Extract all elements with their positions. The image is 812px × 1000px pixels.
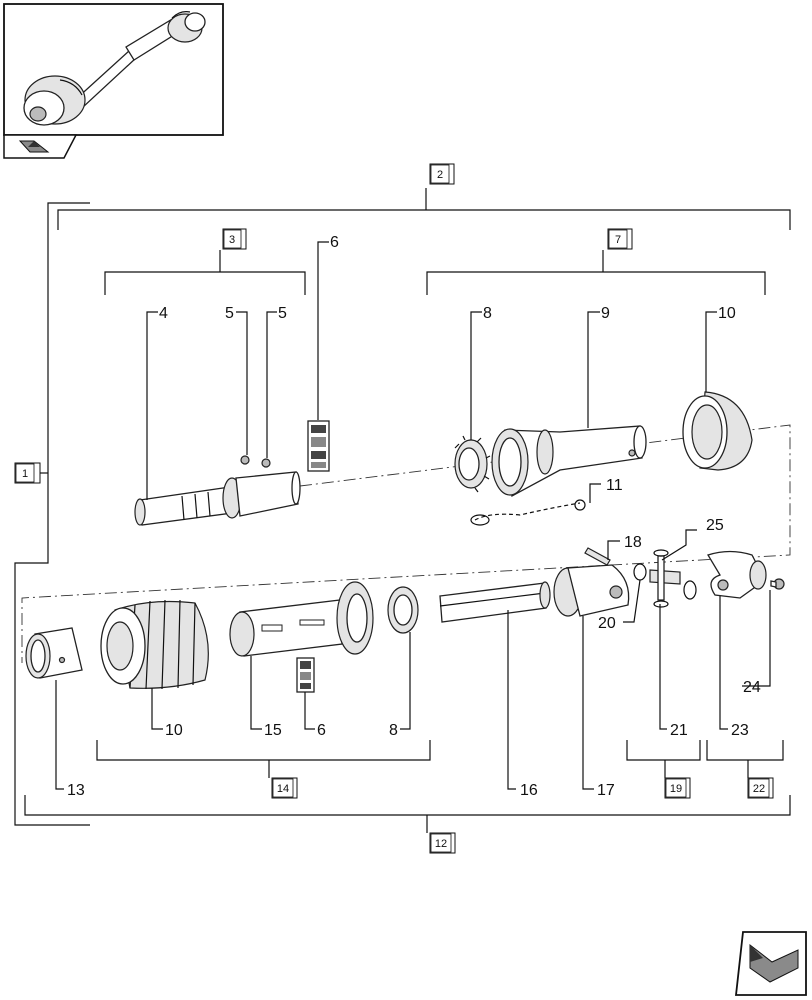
locking-bolt[interactable] [770, 578, 785, 590]
callout-22: 22 [753, 783, 765, 795]
callout-6-a: 6 [330, 234, 339, 251]
next-page-nav[interactable] [734, 931, 807, 996]
bearing-ring-upper[interactable] [454, 435, 491, 493]
thumbnail-panel[interactable] [3, 3, 224, 136]
callout-labels: 1 2 3 7 14 19 22 12 4 5 5 6 8 9 10 11 18… [22, 169, 765, 850]
callout-24: 24 [743, 679, 761, 696]
inner-guard-tube[interactable] [229, 581, 374, 657]
bellow-cap-upper[interactable] [682, 391, 753, 471]
safety-chain[interactable] [470, 499, 586, 526]
spring-pin[interactable] [584, 547, 611, 566]
warning-decal-upper[interactable] [307, 420, 330, 472]
callout-20: 20 [598, 615, 616, 632]
callout-9: 9 [601, 305, 610, 322]
bellow-cover-lower[interactable] [100, 599, 209, 690]
callout-14: 14 [277, 783, 289, 795]
callout-25: 25 [706, 517, 724, 534]
tube-end-sleeve[interactable] [25, 627, 83, 679]
callout-6-b: 6 [317, 722, 326, 739]
warning-decal-lower[interactable] [296, 657, 315, 693]
next-page-arrow-icon [749, 943, 799, 983]
callout-7: 7 [615, 234, 621, 246]
callout-10-b: 10 [165, 722, 183, 739]
callout-8-b: 8 [389, 722, 398, 739]
cross-kit[interactable] [633, 549, 697, 608]
callout-1: 1 [22, 468, 28, 480]
callout-4: 4 [159, 305, 168, 322]
callout-10-a: 10 [718, 305, 736, 322]
leader-lines [55, 241, 771, 790]
callout-17: 17 [597, 782, 615, 799]
inner-yoke[interactable] [553, 564, 630, 617]
profile-tube[interactable] [439, 581, 551, 623]
callout-13: 13 [67, 782, 85, 799]
grease-nipples[interactable] [240, 455, 271, 468]
inner-yoke-shaft[interactable] [134, 471, 301, 526]
center-axis-line [21, 424, 791, 663]
callout-21: 21 [670, 722, 688, 739]
callout-19: 19 [670, 783, 682, 795]
group-brackets [14, 188, 791, 833]
callout-3: 3 [229, 234, 235, 246]
previous-page-arrow-icon [18, 140, 50, 153]
boxed-callouts [14, 163, 774, 854]
previous-page-nav[interactable] [3, 134, 78, 159]
callout-16: 16 [520, 782, 538, 799]
outer-yoke[interactable] [707, 550, 767, 599]
callout-18: 18 [624, 534, 642, 551]
outer-guard-cone[interactable] [491, 425, 647, 498]
callout-8-a: 8 [483, 305, 492, 322]
callout-12: 12 [435, 838, 447, 850]
callout-15: 15 [264, 722, 282, 739]
callout-5-a: 5 [225, 305, 234, 322]
callout-23: 23 [731, 722, 749, 739]
driveshaft-overview-icon [23, 11, 206, 126]
callout-5-b: 5 [278, 305, 287, 322]
callout-2: 2 [437, 169, 443, 181]
callout-11: 11 [606, 477, 623, 494]
bearing-ring-lower[interactable] [387, 586, 419, 634]
